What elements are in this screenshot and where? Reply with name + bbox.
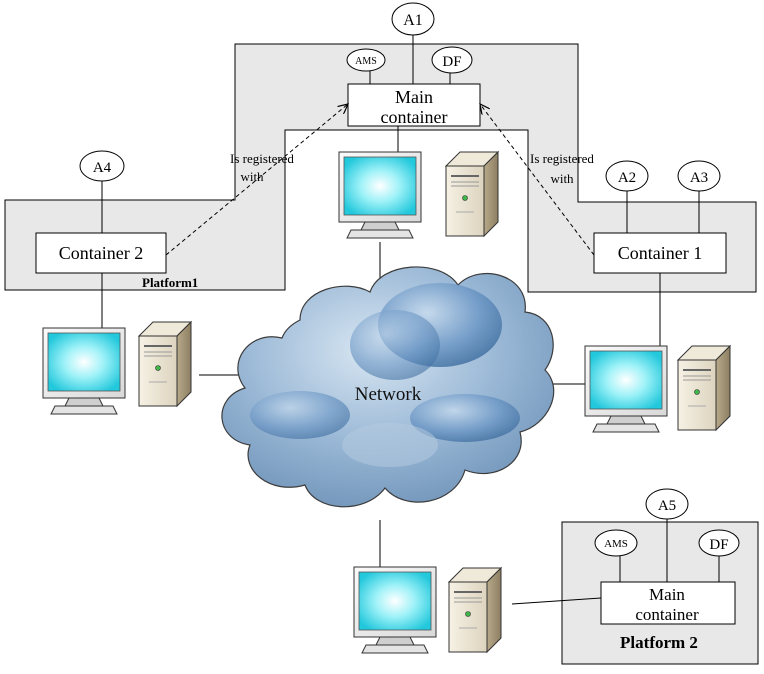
agent-a2-label: A2 — [618, 170, 636, 186]
registration-right-line2: with — [550, 171, 574, 186]
platform2-ams-label: AMS — [604, 538, 628, 550]
registration-left-line2: with — [240, 169, 264, 184]
computer-main-platform1 — [338, 151, 499, 239]
agent-a2: A2 — [605, 160, 649, 192]
computer-container1 — [584, 345, 731, 433]
registration-right-line1: Is registered — [530, 151, 594, 166]
monitor-icon — [353, 566, 437, 654]
registration-left-line1: Is registered — [230, 151, 294, 166]
computer-container2 — [42, 321, 192, 415]
pc-tower-icon — [445, 151, 499, 237]
monitor-icon — [584, 345, 668, 433]
agent-a4: A4 — [79, 150, 125, 182]
monitor-icon — [42, 327, 126, 415]
registration-arrow-left — [165, 104, 348, 256]
platform2-links — [619, 519, 720, 582]
platform2-main-container-label-line2: container — [635, 605, 699, 624]
pc-tower-icon — [138, 321, 192, 407]
network-label: Network — [355, 384, 422, 405]
platform2-df-service: DF — [698, 529, 740, 557]
platform1-links — [101, 34, 700, 233]
agent-a5-label: A5 — [658, 498, 676, 514]
container-1-label: Container 1 — [618, 243, 702, 263]
pc-tower-icon — [448, 567, 502, 653]
agent-a1-label: A1 — [403, 12, 423, 29]
platform2-ams-service: AMS — [594, 529, 638, 557]
platform2-label: Platform 2 — [620, 633, 698, 652]
platform1-df-label: DF — [442, 54, 461, 70]
computer-platform2 — [353, 566, 502, 654]
registration-arrow-right — [480, 104, 595, 256]
platform1-df-service: DF — [431, 46, 473, 74]
pc-tower-icon — [677, 345, 731, 431]
platform2-main-container: Main container — [600, 581, 736, 625]
container-1: Container 1 — [593, 232, 727, 274]
platform1-main-container: Main container — [347, 83, 481, 127]
platform1-main-container-label-line2: container — [381, 107, 448, 127]
platform1-ams-label: AMS — [355, 56, 377, 67]
platform2-df-label: DF — [709, 537, 728, 553]
container-2: Container 2 — [35, 232, 167, 274]
agent-a3-label: A3 — [690, 170, 708, 186]
network-cloud: Network — [221, 266, 555, 508]
platform1-main-container-label-line1: Main — [395, 87, 433, 107]
platform1-ams-service: AMS — [346, 48, 386, 72]
platform1-label: Platform1 — [142, 275, 198, 290]
agent-a1: A1 — [391, 2, 435, 36]
container-2-label: Container 2 — [59, 243, 143, 263]
monitor-icon — [338, 151, 422, 239]
agent-a4-label: A4 — [93, 160, 112, 176]
platform2-main-container-label-line1: Main — [649, 585, 685, 604]
agent-a3: A3 — [677, 160, 721, 192]
platform1-area — [4, 43, 757, 293]
agent-a5: A5 — [645, 488, 689, 520]
